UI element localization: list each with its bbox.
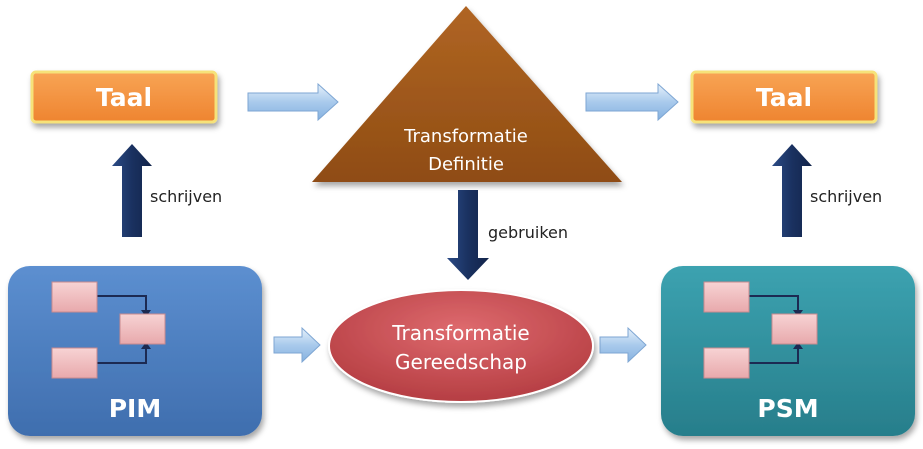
- arrow-triangle-to-taal: [585, 82, 679, 122]
- taal-box-right: [690, 70, 878, 124]
- ellipse-label-line2: Gereedschap: [395, 350, 527, 374]
- psm-element-1: [703, 281, 750, 313]
- write-right-label: schrijven: [810, 187, 882, 206]
- transformation-definition-triangle: [312, 6, 622, 182]
- transformation-tool-ellipse: [328, 289, 594, 403]
- taal-left-label: Taal: [96, 83, 152, 112]
- ellipse-label-line1: Transformatie: [391, 321, 529, 345]
- write-left-label: schrijven: [150, 187, 222, 206]
- arrow-write-left: [112, 144, 152, 237]
- pim-element-3: [51, 347, 98, 379]
- arrow-use: [447, 190, 489, 280]
- arrow-write-right: [772, 144, 812, 237]
- triangle-label-line2: Definitie: [428, 154, 504, 175]
- arrow-tool-to-psm: [599, 326, 647, 364]
- psm-element-2: [771, 313, 818, 345]
- pim-model-elements: [51, 281, 166, 379]
- arrow-pim-to-tool: [273, 326, 321, 364]
- psm-model-elements: [703, 281, 818, 379]
- triangle-label-line1: Transformatie: [403, 126, 528, 147]
- taal-box-left: [30, 70, 218, 124]
- pim-element-2: [119, 313, 166, 345]
- arrow-taal-to-triangle: [247, 82, 339, 122]
- use-label: gebruiken: [488, 223, 568, 242]
- pim-label: PIM: [109, 394, 162, 423]
- psm-element-3: [703, 347, 750, 379]
- taal-right-label: Taal: [756, 83, 812, 112]
- psm-label: PSM: [757, 394, 818, 423]
- pim-element-1: [51, 281, 98, 313]
